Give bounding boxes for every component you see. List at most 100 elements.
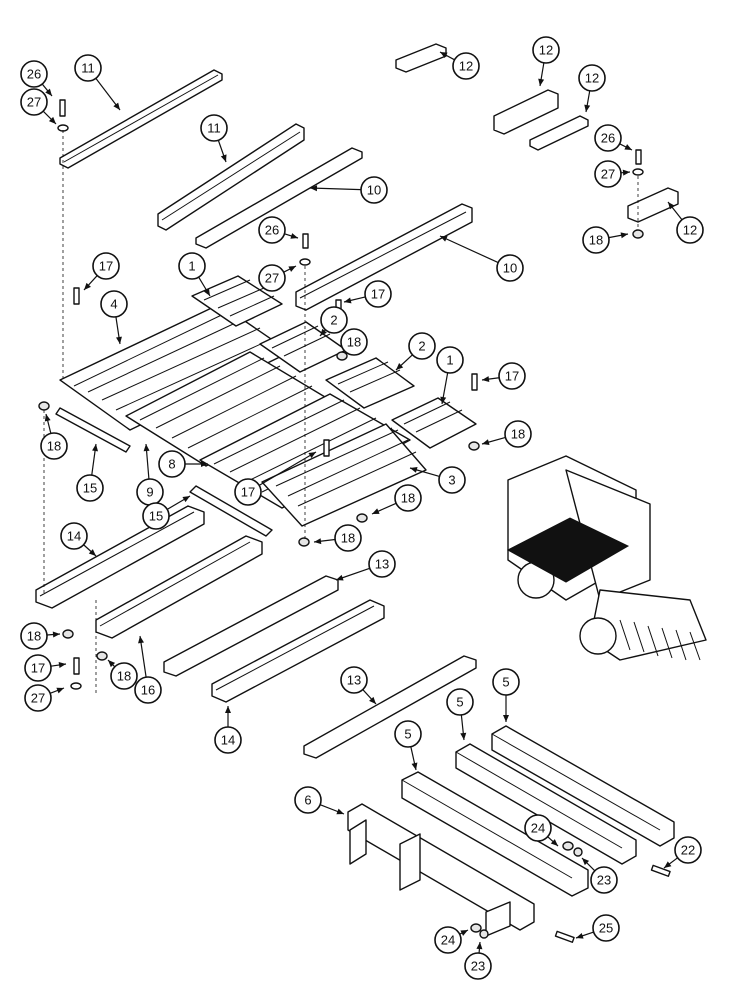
callout-number: 2 — [330, 313, 337, 328]
callout-number: 12 — [459, 59, 473, 74]
callout-18-c18a: 18 — [582, 226, 629, 254]
arrowhead — [664, 861, 672, 868]
callout-circle — [258, 264, 286, 292]
arrowhead — [288, 266, 296, 272]
callout-17-c17e: 17 — [24, 654, 67, 682]
callout-18-c18c: 18 — [481, 420, 532, 448]
arrowhead — [482, 376, 490, 383]
callout-27-c27a: 27 — [20, 88, 57, 125]
arrowhead — [550, 839, 558, 846]
leader-line — [309, 187, 362, 191]
callout-number: 1 — [188, 259, 195, 274]
arrowhead — [143, 444, 150, 452]
callout-circle — [452, 52, 480, 80]
callout-number: 4 — [110, 297, 117, 312]
callout-12-c12d: 12 — [667, 201, 704, 244]
bracket-12-c — [627, 187, 679, 223]
callout-number: 12 — [539, 43, 553, 58]
callout-circle — [76, 474, 104, 502]
callout-circle — [394, 720, 422, 748]
arrowhead — [584, 104, 591, 112]
beam-5-left — [401, 771, 589, 897]
leader-line — [258, 451, 317, 486]
channel-14-upper — [35, 505, 205, 609]
callout-number: 15 — [83, 481, 97, 496]
callout-number: 25 — [599, 921, 613, 936]
arrowhead — [48, 116, 56, 124]
callout-number: 9 — [146, 485, 153, 500]
callout-number: 3 — [448, 473, 455, 488]
callout-circle — [434, 926, 462, 954]
arrowhead — [203, 288, 210, 296]
callout-number: 23 — [597, 873, 611, 888]
floor-panel-1-right — [391, 397, 477, 449]
callout-circle — [60, 522, 88, 550]
callout-circle — [214, 726, 242, 754]
callout-2-c2a: 2 — [319, 306, 348, 337]
floor-panel-2-right — [325, 357, 415, 409]
arrowhead — [344, 297, 352, 304]
callout-number: 27 — [265, 271, 279, 286]
callout-circle — [24, 654, 52, 682]
callout-18-c18g: 18 — [20, 622, 61, 650]
arrowhead — [369, 696, 376, 704]
callout-17-c17d: 17 — [234, 451, 317, 506]
callout-circle — [178, 252, 206, 280]
arrowhead — [503, 715, 509, 722]
arrowhead — [92, 444, 99, 452]
callout-circle — [158, 450, 186, 478]
callout-27-c27c: 27 — [258, 264, 297, 292]
callout-circle — [20, 622, 48, 650]
callout-number: 5 — [404, 727, 411, 742]
arrowhead — [482, 439, 490, 446]
callout-circle — [24, 684, 52, 712]
callout-1-c1b: 1 — [436, 346, 464, 405]
callout-circle — [590, 866, 618, 894]
callout-number: 27 — [27, 95, 41, 110]
callout-circle — [20, 88, 48, 116]
rail-10-lower — [295, 203, 473, 311]
callout-circle — [100, 290, 128, 318]
arrowhead — [576, 932, 584, 939]
callout-circle — [592, 914, 620, 942]
callout-5-c5b: 5 — [446, 688, 474, 741]
arrowhead — [201, 461, 208, 467]
callout-number: 17 — [241, 485, 255, 500]
callout-number: 18 — [511, 427, 525, 442]
callout-4-c4: 4 — [100, 290, 128, 345]
arrowhead — [58, 662, 66, 668]
callout-number: 14 — [67, 529, 81, 544]
callout-12-c12c: 12 — [578, 64, 606, 113]
arrowhead — [411, 762, 418, 770]
callout-number: 14 — [221, 733, 235, 748]
callout-10-c10a: 10 — [309, 176, 388, 204]
callout-circle — [438, 466, 466, 494]
callout-circle — [498, 362, 526, 390]
callout-circle — [74, 54, 102, 82]
callout-number: 10 — [503, 261, 517, 276]
callout-circle — [464, 952, 492, 980]
arrowhead — [624, 144, 632, 150]
callout-circle — [492, 668, 520, 696]
callout-18-c18d: 18 — [40, 413, 68, 460]
callout-number: 12 — [585, 71, 599, 86]
callout-26-c26a: 26 — [20, 60, 53, 97]
callout-circle — [142, 502, 170, 530]
callout-circle — [446, 688, 474, 716]
callout-number: 11 — [81, 61, 95, 76]
callout-circle — [496, 254, 524, 282]
arrowhead — [440, 396, 447, 404]
arrowhead — [113, 102, 120, 110]
callout-10-c10b: 10 — [439, 235, 524, 282]
callout-number: 17 — [31, 661, 45, 676]
arrowhead — [410, 467, 418, 473]
callout-number: 18 — [47, 439, 61, 454]
callout-14-c14a: 14 — [60, 522, 97, 557]
callout-number: 17 — [371, 287, 385, 302]
callout-8-c8: 8 — [158, 450, 208, 478]
callout-23-c23b: 23 — [464, 941, 492, 980]
arrowhead — [310, 185, 318, 192]
arrowhead — [668, 202, 675, 210]
callout-11-c11a: 11 — [74, 54, 121, 111]
